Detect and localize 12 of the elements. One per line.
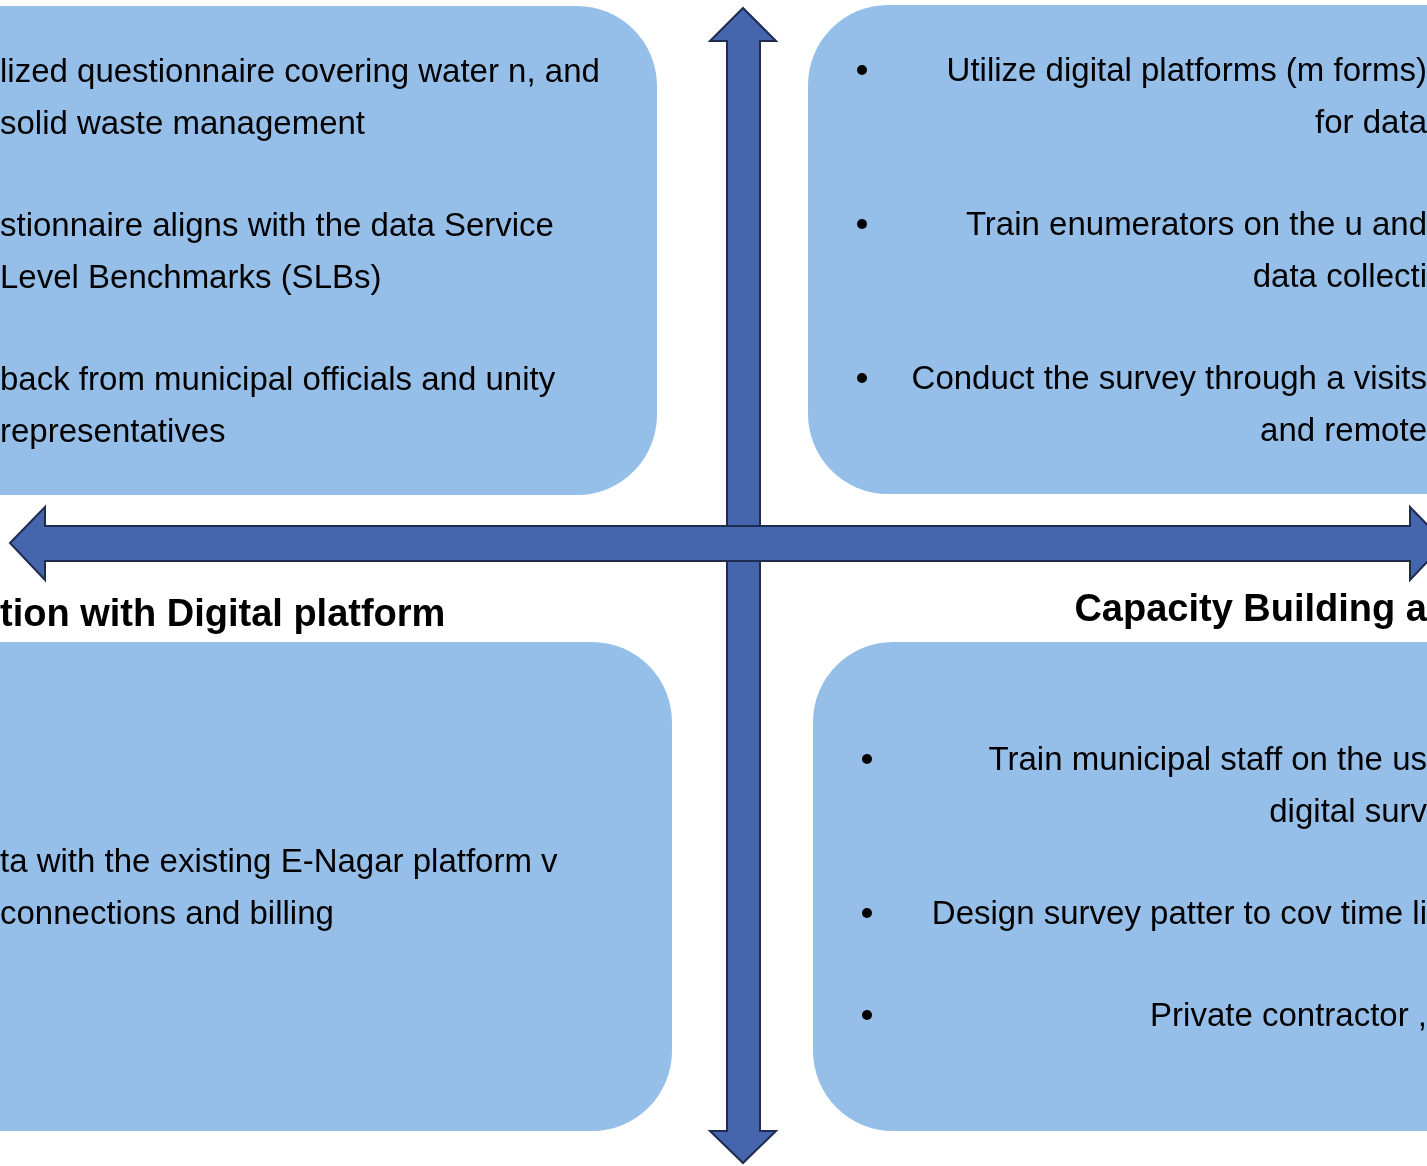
bullet-text: stionnaire aligns with the data Service Level Benchmarks (SLBs) bbox=[0, 204, 555, 297]
bullet-text: Design survey patter to cov time li bbox=[931, 893, 1427, 931]
bullet-text: Train municipal staff on the us digital surv bbox=[988, 739, 1427, 829]
quadrant-heading: tion with Digital platform bbox=[0, 591, 446, 636]
bullet-text: Private contractor , bbox=[1150, 995, 1427, 1033]
bullet-text: lized questionnaire covering water n, and solid waste management bbox=[0, 50, 601, 143]
bullet-text: Utilize digital platforms (m forms) for data bbox=[946, 50, 1427, 140]
quadrant-heading: Capacity Building a bbox=[1074, 586, 1427, 631]
bullet-text: Conduct the survey through a visits and remote bbox=[911, 358, 1427, 448]
bullet-text: back from municipal officials and unity representatives bbox=[0, 358, 557, 451]
bullet-text: Train enumerators on the u and data collecti bbox=[965, 204, 1427, 294]
bullet-text: ta with the existing E-Nagar platform v connections and billing bbox=[0, 840, 559, 933]
